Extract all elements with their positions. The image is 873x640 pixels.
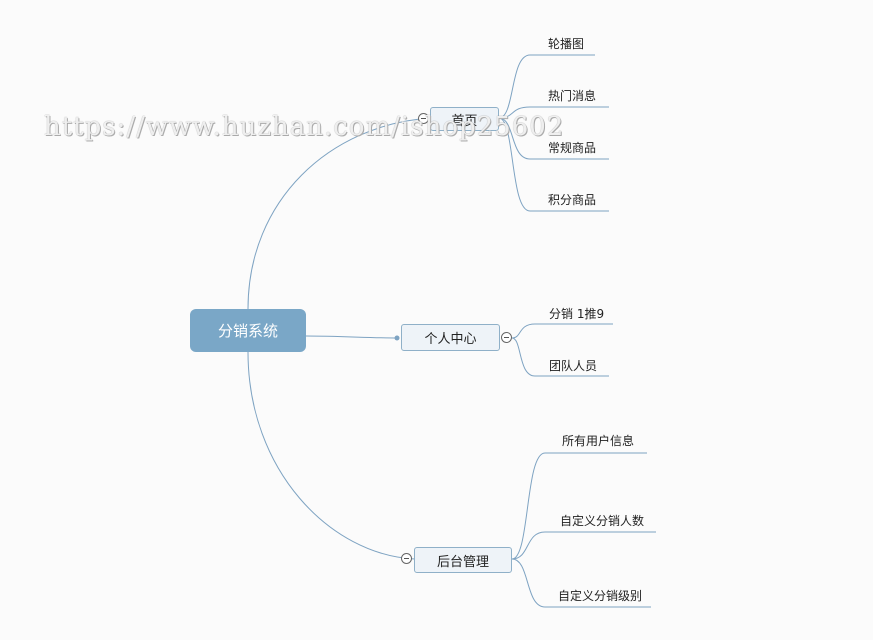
leaf-node[interactable]: 积分商品 — [548, 193, 597, 207]
connector-admin-leaf-2 — [511, 531, 656, 560]
leaf-node[interactable]: 所有用户信息 — [562, 434, 635, 448]
collapse-toggle-personal-center[interactable] — [501, 332, 512, 343]
leaf-node[interactable]: 团队人员 — [549, 359, 598, 373]
branch-node-home[interactable]: 首页 — [430, 107, 499, 131]
watermark-text: https://www.huzhan.com/ishop25602 — [44, 112, 565, 142]
connector-root-personal — [305, 335, 399, 339]
connector-home-leaf-4 — [498, 117, 609, 212]
connector-admin-leaf-1 — [511, 452, 647, 560]
collapse-toggle-admin[interactable] — [401, 553, 412, 564]
leaf-node[interactable]: 自定义分销级别 — [558, 589, 643, 603]
connector-home-leaf-1 — [498, 54, 595, 119]
leaf-node[interactable]: 自定义分销人数 — [560, 514, 645, 528]
branch-node-personal-center[interactable]: 个人中心 — [401, 324, 500, 351]
root-node[interactable]: 分销系统 — [190, 309, 306, 352]
connector-home-leaf-2 — [498, 106, 609, 119]
collapse-toggle-home[interactable] — [418, 113, 429, 124]
branch-node-admin[interactable]: 后台管理 — [414, 547, 512, 573]
connector-root-home — [247, 117, 431, 310]
connector-home-leaf-3 — [498, 117, 609, 160]
leaf-node[interactable]: 分销 1推9 — [549, 307, 605, 321]
connector-admin-leaf-3 — [511, 558, 651, 608]
leaf-node[interactable]: 常规商品 — [548, 141, 597, 155]
connector-personal-leaf-1 — [511, 323, 613, 339]
leaf-node[interactable]: 轮播图 — [548, 37, 585, 51]
connector-dot — [394, 335, 400, 341]
leaf-node[interactable]: 热门消息 — [548, 89, 597, 103]
connector-root-admin — [247, 351, 416, 560]
connector-personal-leaf-2 — [511, 337, 609, 377]
